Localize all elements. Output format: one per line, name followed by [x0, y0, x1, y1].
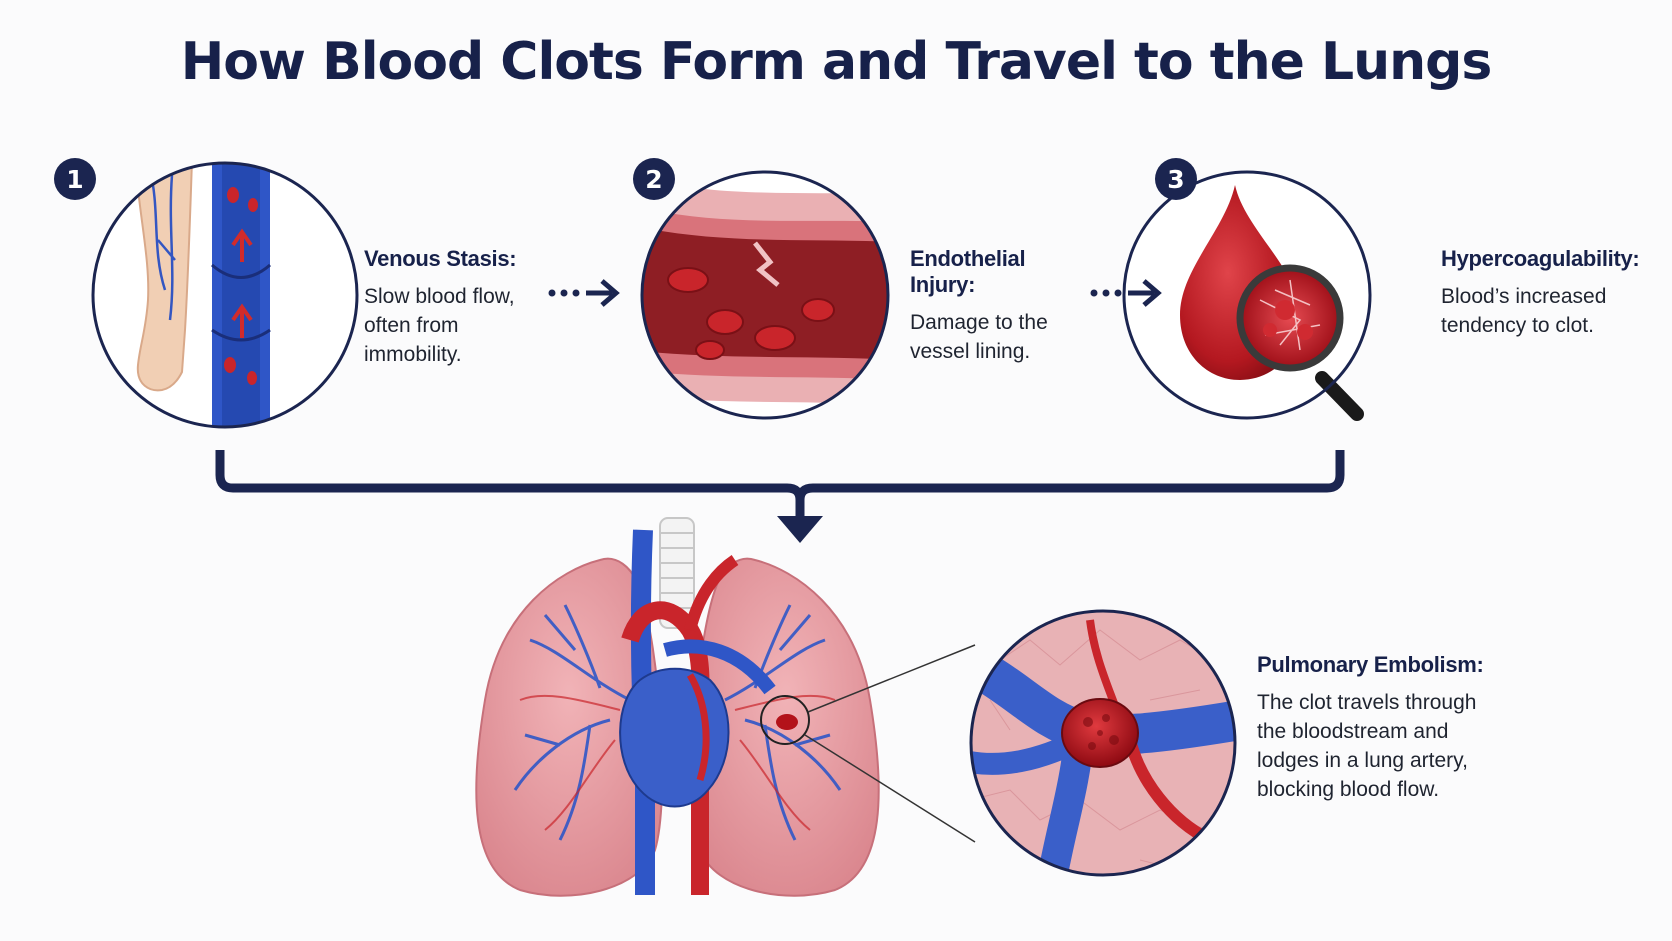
arrow-2-to-3 [1090, 279, 1162, 307]
step-1-heading: Venous Stasis: [364, 246, 517, 271]
step-2-heading: Endothelial Injury: [910, 246, 1026, 297]
step-3-caption: Hypercoagulability: Blood’s increased te… [1441, 246, 1666, 340]
step-2-body: Damage to the vessel lining. [910, 311, 1048, 363]
step-3-number: 3 [1155, 158, 1197, 200]
step-1-body: Slow blood flow, often from immobility. [364, 285, 515, 366]
outcome-caption: Pulmonary Embolism: The clot travels thr… [1257, 652, 1497, 804]
outcome-body: The clot travels through the bloodstream… [1257, 691, 1477, 801]
bracket-connector [215, 450, 1345, 543]
step-2-caption: Endothelial Injury: Damage to the vessel… [910, 246, 1095, 366]
outcome-heading: Pulmonary Embolism: [1257, 652, 1484, 677]
blood-drop-magnifier-icon [1122, 170, 1372, 421]
lungs-heart-icon [475, 517, 880, 897]
clot-zoom-icon [969, 609, 1237, 877]
leg-vein-icon [91, 161, 359, 429]
step-3-heading: Hypercoagulability: [1441, 246, 1640, 271]
page-title: How Blood Clots Form and Travel to the L… [180, 32, 1493, 92]
step-1-caption: Venous Stasis: Slow blood flow, often fr… [364, 246, 554, 369]
vessel-injury-icon [640, 170, 890, 420]
step-1-number: 1 [54, 158, 96, 200]
zoom-connector [804, 644, 976, 843]
step-2-number: 2 [633, 158, 675, 200]
arrow-1-to-2 [548, 279, 620, 307]
step-3-body: Blood’s increased tendency to clot. [1441, 285, 1607, 337]
